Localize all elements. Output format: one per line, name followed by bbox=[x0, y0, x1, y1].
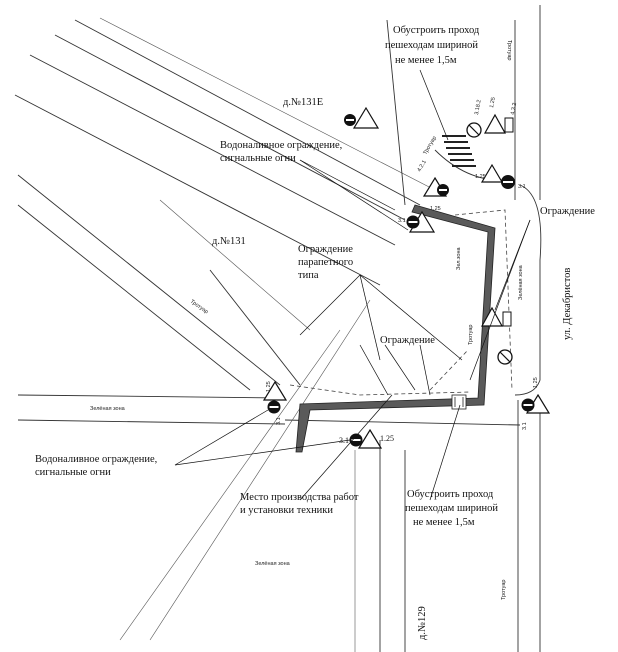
svg-text:Обустроить проход: Обустроить проход bbox=[393, 25, 480, 36]
svg-text:пешеходам шириной: пешеходам шириной bbox=[385, 40, 478, 51]
warning-triangle-icon bbox=[357, 428, 383, 449]
svg-text:сигнальные огни: сигнальные огни bbox=[35, 467, 111, 478]
pedestrian-crossing bbox=[442, 135, 476, 167]
street-dekabristov-label: ул. Декабристов bbox=[562, 268, 573, 340]
direction-arrow-sign-icon bbox=[502, 311, 512, 327]
svg-text:не менее 1,5м: не менее 1,5м bbox=[413, 517, 475, 528]
svg-text:1.25: 1.25 bbox=[489, 97, 497, 109]
sidewalk-label-bottom: Тротуар bbox=[501, 580, 507, 600]
svg-text:1.25: 1.25 bbox=[475, 174, 486, 180]
sidewalk-label-top-right: Тротуар bbox=[506, 40, 512, 60]
road-lines bbox=[14, 5, 542, 652]
passage-bottom-note: Обустроить проход пешеходам шириной не м… bbox=[405, 489, 498, 528]
green-zone-label-bottom: Зелёная зона bbox=[255, 561, 291, 567]
warning-triangle-icon bbox=[352, 106, 380, 129]
building-129-label: д.№129 bbox=[417, 606, 428, 640]
svg-text:4.3.2: 4.3.2 bbox=[510, 102, 518, 115]
svg-text:Обустроить проход: Обустроить проход bbox=[407, 489, 494, 500]
svg-text:3.1: 3.1 bbox=[398, 218, 406, 224]
svg-text:4.2.1: 4.2.1 bbox=[417, 159, 428, 173]
svg-text:3.18.2: 3.18.2 bbox=[474, 99, 483, 115]
direction-arrow-sign-icon bbox=[504, 117, 514, 133]
svg-text:и установки техники: и установки техники bbox=[240, 505, 333, 516]
sign-group-crossing-right: 1.25 3.1 bbox=[475, 163, 526, 190]
fence-center-note: Ограждение bbox=[380, 335, 435, 346]
fence-band bbox=[295, 204, 496, 453]
svg-text:не менее 1,5м: не менее 1,5м bbox=[395, 55, 457, 66]
sidewalk-label-right: Тротуар bbox=[468, 325, 474, 345]
green-zone-label-right: Зелёная зона bbox=[518, 264, 524, 300]
fence-gate bbox=[451, 394, 467, 410]
sidewalk-label-crossing: Тротуар bbox=[423, 135, 438, 156]
svg-text:сигнальные огни: сигнальные огни bbox=[220, 153, 296, 164]
svg-text:3.1: 3.1 bbox=[339, 436, 349, 445]
work-zone-outline bbox=[289, 209, 513, 396]
warning-triangle-icon bbox=[480, 163, 504, 183]
parapet-fence-note: Ограждение парапетного типа bbox=[298, 244, 353, 281]
sign-group-top-right: 3.18.2 1.25 4.3.2 bbox=[466, 97, 518, 138]
work-place-note: Место производства работ и установки тех… bbox=[240, 492, 359, 516]
svg-text:Водоналивное ограждение,: Водоналивное ограждение, bbox=[220, 140, 342, 151]
sign-group-bottom-center: 3.1 1.25 bbox=[339, 428, 394, 449]
green-zone-label-inner: Зел.зона bbox=[456, 247, 462, 270]
svg-text:парапетного: парапетного bbox=[298, 257, 353, 268]
sidewalk-label-left: Тротуар bbox=[189, 299, 209, 316]
sign-group-left-bottom: 1.25 3.1 bbox=[262, 380, 288, 425]
svg-text:3.1: 3.1 bbox=[518, 184, 526, 190]
svg-text:Место производства работ: Место производства работ bbox=[240, 492, 359, 503]
svg-text:3.1: 3.1 bbox=[522, 422, 528, 430]
warning-triangle-icon bbox=[262, 380, 288, 401]
warning-triangle-icon bbox=[483, 113, 507, 134]
building-131e-label: д.№131Е bbox=[283, 97, 323, 108]
svg-text:Водоналивное ограждение,: Водоналивное ограждение, bbox=[35, 454, 157, 465]
sign-group-dekabristov bbox=[480, 306, 513, 365]
svg-text:3.1: 3.1 bbox=[276, 417, 282, 425]
svg-text:пешеходам шириной: пешеходам шириной bbox=[405, 503, 498, 514]
svg-text:типа: типа bbox=[298, 270, 319, 281]
water-barrier-bottom-note: Водоналивное ограждение, сигнальные огни bbox=[35, 454, 157, 478]
warning-triangle-icon bbox=[480, 306, 504, 327]
building-131-label: д.№131 bbox=[212, 236, 246, 247]
sign-group-right-bottom: 1.25 3.1 bbox=[521, 377, 551, 430]
fence-right-note: Ограждение bbox=[540, 206, 595, 217]
water-barrier-top-note: Водоналивное ограждение, сигнальные огни bbox=[220, 140, 342, 164]
svg-text:Ограждение: Ограждение bbox=[298, 244, 353, 255]
svg-text:1.25: 1.25 bbox=[430, 206, 441, 212]
sign-group-crossing-left: 1.25 3.1 4.2.1 bbox=[398, 159, 449, 233]
green-zone-label-left: Зелёная зона bbox=[90, 406, 126, 412]
svg-text:1.25: 1.25 bbox=[533, 377, 539, 388]
leader-lines bbox=[174, 69, 531, 501]
sign-group-top-131e bbox=[344, 106, 380, 129]
svg-text:1.25: 1.25 bbox=[380, 434, 394, 443]
svg-text:1.25: 1.25 bbox=[266, 381, 272, 392]
passage-top-note: Обустроить проход пешеходам шириной не м… bbox=[385, 25, 480, 66]
